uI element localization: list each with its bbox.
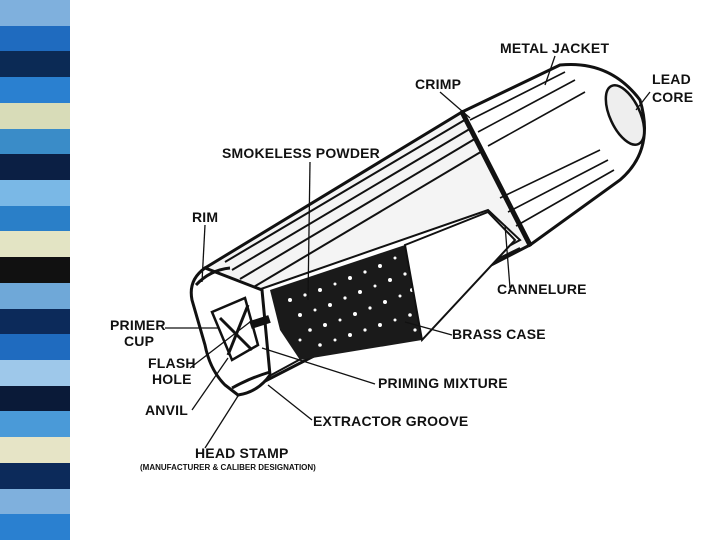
decorative-stripe: [0, 0, 70, 540]
label-priming-mixture: PRIMING MIXTURE: [378, 375, 508, 391]
label-brass-case: BRASS CASE: [452, 326, 546, 342]
stripe-block: [0, 25, 70, 52]
stripe-block: [0, 282, 70, 310]
lead-core-tip: [604, 84, 646, 146]
label-crimp: CRIMP: [415, 76, 461, 92]
cartridge-illustration: [189, 62, 646, 398]
rim-detail: [194, 266, 231, 287]
stripe-block: [0, 102, 70, 130]
label-rim: RIM: [192, 209, 218, 225]
anvil-shape: [218, 304, 254, 356]
stripe-block: [0, 180, 70, 207]
crimp-ring: [459, 110, 533, 247]
label-flash-hole-line1: FLASH: [148, 355, 196, 371]
bullet-base: [403, 210, 517, 343]
stripe-block: [0, 385, 70, 412]
stripe-block: [0, 308, 70, 335]
label-anvil: ANVIL: [145, 402, 188, 418]
label-metal-jacket: METAL JACKET: [500, 40, 609, 56]
stripe-block: [0, 205, 70, 232]
label-head-stamp-note: (MANUFACTURER & CALIBER DESIGNATION): [140, 463, 316, 472]
stripe-block: [0, 0, 70, 27]
stripe-block: [0, 154, 70, 181]
stripe-block: [0, 77, 70, 104]
label-flash-hole-line2: HOLE: [152, 371, 192, 387]
powder-grains: [288, 256, 417, 347]
stripe-block: [0, 488, 70, 515]
label-lead-core-line2: CORE: [652, 89, 693, 105]
label-head-stamp: HEAD STAMP: [195, 445, 289, 461]
stripe-block: [0, 514, 70, 540]
stripe-block: [0, 360, 70, 387]
stripe-block: [0, 128, 70, 155]
labels: METAL JACKET LEAD CORE CRIMP SMOKELESS P…: [110, 40, 693, 472]
label-extractor-groove: EXTRACTOR GROOVE: [313, 413, 468, 429]
stripe-block: [0, 51, 70, 78]
label-primer-cup-line2: CUP: [124, 333, 154, 349]
extractor-groove-detail: [231, 370, 271, 390]
stripe-block: [0, 462, 70, 490]
label-cannelure: CANNELURE: [497, 281, 587, 297]
stripe-block: [0, 334, 70, 361]
powder-region: [270, 245, 422, 360]
jacket-shading: [469, 71, 615, 227]
stripe-block: [0, 437, 70, 464]
label-lead-core-line1: LEAD: [652, 71, 691, 87]
label-smokeless-powder: SMOKELESS POWDER: [222, 145, 380, 161]
leader-lines: [165, 55, 651, 449]
stripe-block: [0, 411, 70, 438]
label-primer-cup-line1: PRIMER: [110, 317, 166, 333]
stripe-block: [0, 257, 70, 284]
flash-hole-shape: [249, 315, 271, 329]
stripe-block: [0, 231, 70, 258]
